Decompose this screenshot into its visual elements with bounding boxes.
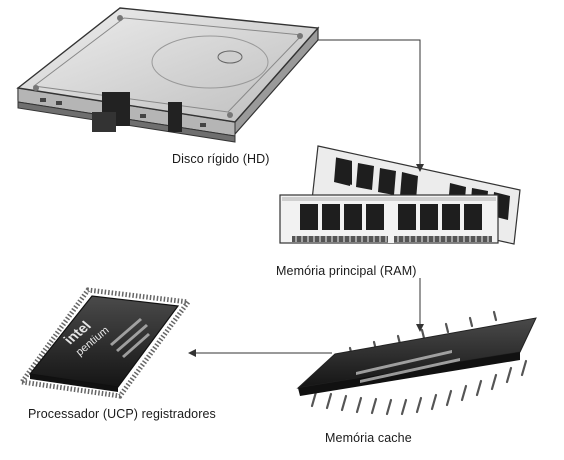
hard-disk-label: Disco rígido (HD) bbox=[172, 152, 270, 166]
cache-chip-image bbox=[296, 310, 537, 416]
ram-label: Memória principal (RAM) bbox=[276, 264, 417, 278]
hard-disk-image bbox=[16, 7, 320, 143]
arrow-hd-to-ram bbox=[318, 39, 424, 172]
ram-module-front bbox=[279, 194, 499, 244]
processor-chip-image: intel pentium bbox=[17, 287, 193, 399]
cache-label: Memória cache bbox=[325, 431, 412, 445]
flow-arrows bbox=[188, 39, 424, 357]
processor-label: Processador (UCP) registradores bbox=[28, 407, 216, 421]
